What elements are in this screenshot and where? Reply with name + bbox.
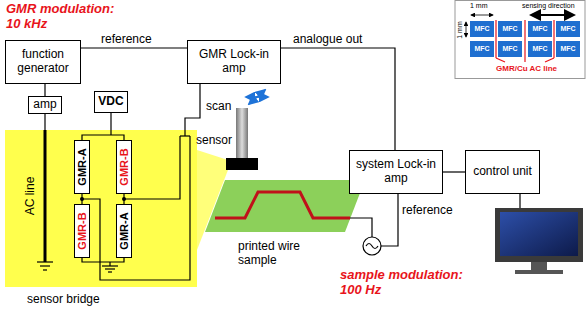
region-label: sensor bridge (27, 293, 100, 307)
process-box: control unit (465, 150, 540, 194)
process-box: function generator (5, 40, 81, 84)
mfc-cell: MFC (498, 41, 522, 57)
box-label: GMR Lock-in amp (188, 48, 280, 76)
box-label: MFC (474, 45, 489, 53)
wire (44, 84, 45, 96)
printed-wire-sample (205, 180, 365, 232)
box-label: amp (33, 98, 56, 112)
mfc-cell: MFC (470, 21, 494, 37)
dimension: 1 mm (470, 2, 488, 10)
mfc-cell: MFC (528, 41, 552, 57)
box-label: function generator (6, 48, 80, 76)
edge-label: analogue out (292, 33, 363, 47)
box-label: MFC (560, 25, 575, 33)
part-label: scan (206, 100, 231, 114)
wire (81, 47, 187, 48)
edge-label: reference (100, 33, 153, 47)
mfc-cell: MFC (556, 41, 580, 57)
inset-frame (455, 1, 585, 79)
inset-note: sensing direction (522, 2, 575, 10)
signal-label: reference (402, 204, 453, 218)
box-label: control unit (473, 165, 532, 179)
probe (236, 108, 248, 158)
element-label: GMR-B (118, 148, 131, 185)
box-label: MFC (474, 25, 489, 33)
wire (44, 114, 45, 130)
box-label: MFC (532, 45, 547, 53)
dimension: 1 mm (456, 21, 464, 39)
element-label: GMR-B (76, 212, 89, 249)
element-label: GMR-A (118, 212, 131, 249)
gmr-element: GMR-B (74, 204, 90, 258)
mfc-cell: MFC (498, 21, 522, 37)
wire (443, 171, 465, 172)
monitor (495, 208, 583, 262)
process-box: GMR Lock-in amp (187, 40, 281, 84)
part-label: printed wire sample (238, 240, 328, 268)
wire (185, 84, 200, 130)
modulation-note: sample modulation: 100 Hz (340, 268, 475, 298)
box-label: MFC (502, 25, 517, 33)
title-note: GMR modulation: 10 kHz (6, 2, 126, 32)
wire (110, 113, 111, 130)
gmr-element: GMR-A (74, 140, 90, 194)
box-label: MFC (532, 25, 547, 33)
supply-box: VDC (94, 91, 128, 113)
gmr-element: GMR-A (116, 204, 132, 258)
line-label: AC line (24, 177, 38, 216)
ac-source (363, 237, 381, 255)
amp-box: amp (28, 96, 62, 114)
gmr-element: GMR-B (116, 140, 132, 194)
sensor-chip (226, 158, 258, 170)
element-label: GMR-A (76, 148, 89, 185)
wire (281, 48, 395, 150)
box-label: MFC (560, 45, 575, 53)
bridge-wiring (37, 130, 190, 280)
box-label: system Lock-in amp (350, 158, 442, 186)
mfc-cell: MFC (556, 21, 580, 37)
box-label: VDC (98, 95, 123, 109)
box-label: MFC (502, 45, 517, 53)
process-box: system Lock-in amp (349, 150, 443, 194)
part-label: sensor (196, 134, 232, 148)
mfc-cell: MFC (528, 21, 552, 37)
inset-note: GMR/Cu AC line (496, 64, 557, 73)
mfc-cell: MFC (470, 41, 494, 57)
